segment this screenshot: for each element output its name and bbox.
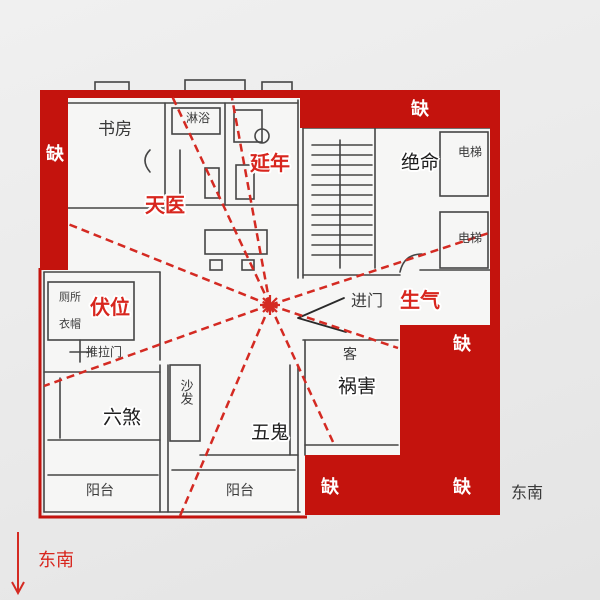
sliding-door-label: 推拉门 [85, 345, 123, 359]
missing-label-bottom-right: 缺 [453, 477, 471, 498]
handwritten-direction: 东南 [510, 483, 544, 502]
missing-label-bottom: 缺 [321, 477, 339, 498]
floor-plan-walls [43, 79, 491, 513]
entrance-label: 进门 [350, 291, 384, 310]
missing-label-left: 缺 [46, 144, 64, 165]
room-label-elevator: 电梯 [457, 145, 483, 159]
jueming-label: 绝命 [400, 151, 440, 174]
bagua-rays [43, 95, 493, 517]
missing-zone-outline [38, 268, 307, 519]
missing-zone-left-top [40, 90, 300, 270]
arrow-down-icon [11, 532, 25, 596]
bagua-ray [170, 95, 272, 306]
room-label-study: 书房 [98, 119, 132, 140]
room-label-elevator: 电梯 [457, 231, 483, 245]
entrance-arrow [297, 297, 347, 333]
room-label-toilet: 厕所 [59, 290, 81, 304]
wugui-label: 五鬼 [250, 421, 290, 444]
missing-label-top: 缺 [411, 99, 429, 120]
bagua-ray [230, 97, 272, 306]
bagua-ray [43, 303, 271, 388]
room-label-balcony: 阳台 [226, 483, 254, 499]
bagua-ray [178, 304, 272, 517]
bagua-ray [269, 303, 399, 350]
huohai-label: 祸害 [337, 375, 377, 398]
shengqi-label: 生气 [400, 288, 440, 312]
yannian-label: 延年 [250, 151, 290, 175]
room-label-guest: 客 [343, 347, 357, 363]
room-label-balcony: 阳台 [86, 483, 114, 499]
room-label-shower: 淋浴 [185, 111, 211, 125]
center-star-icon [260, 295, 280, 315]
tianyi-label: 天医 [145, 193, 185, 217]
liusha-label: 六煞 [102, 406, 142, 429]
missing-label-right: 缺 [453, 334, 471, 355]
missing-zones [38, 90, 500, 519]
bagua-ray [67, 222, 271, 307]
room-label-cloakroom: 衣帽 [59, 317, 81, 331]
fuwei-label: 伏位 [90, 295, 130, 319]
direction-label: 东南 [38, 550, 74, 571]
missing-zone-right [300, 90, 500, 515]
sofa-label: 沙发 [177, 379, 193, 405]
